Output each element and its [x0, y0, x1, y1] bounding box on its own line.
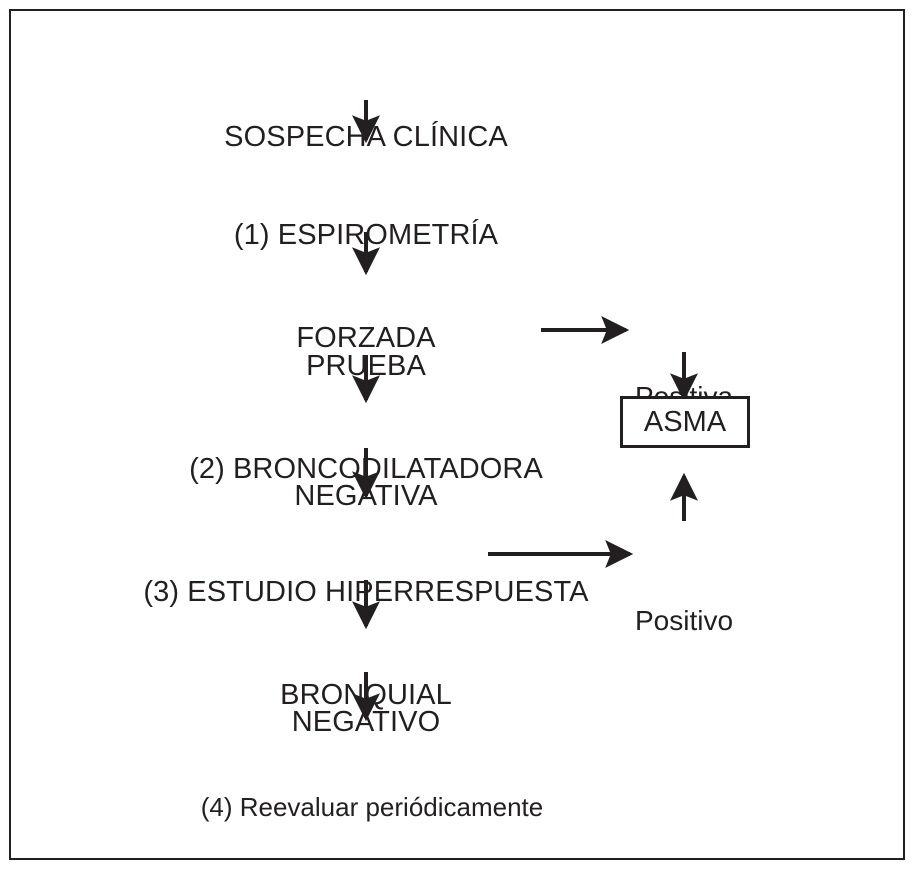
node-sospecha-clinica-label: SOSPECHA CLÍNICA	[224, 121, 508, 154]
node-reevaluar-reconsiderar: (4) Reevaluar periódicamente y / o recon…	[152, 729, 592, 871]
node-negativa-label: NEGATIVA	[294, 480, 438, 513]
node-prueba-broncodilatadora: PRUEBA (2) BRONCODILATADORA	[146, 281, 586, 555]
node-positivo-label: Positivo	[634, 605, 734, 637]
node-espirometria-line2: FORZADA	[296, 322, 436, 355]
node-sospecha-clinica: SOSPECHA CLÍNICA	[166, 52, 566, 223]
node-bronquial-line2: BRONQUIAL	[280, 679, 452, 712]
node-prueba-line1: PRUEBA	[306, 350, 426, 383]
node-espirometria-line1: (1) ESPIROMETRÍA	[233, 219, 499, 252]
node-negativa: NEGATIVA	[186, 411, 546, 582]
node-negativo-label: NEGATIVO	[291, 706, 441, 739]
node-positivo: Positivo	[604, 538, 764, 703]
node-espirometria-forzada: (1) ESPIROMETRÍA FORZADA	[166, 150, 566, 424]
node-reevaluar-line1: (4) Reevaluar periódicamente	[200, 792, 544, 823]
node-estudio-hiperrespuesta-bronquial: (3) ESTUDIO HIPERRESPUESTA BRONQUIAL	[131, 507, 601, 781]
diagram-frame-border	[9, 9, 905, 860]
node-estudio-line1: (3) ESTUDIO HIPERRESPUESTA	[143, 576, 589, 609]
node-negativo: NEGATIVO	[186, 637, 546, 808]
node-broncodilatadora-line2: (2) BRONCODILATADORA	[189, 453, 543, 486]
node-asma-box: ASMA	[620, 396, 750, 448]
node-asma-label: ASMA	[643, 405, 727, 438]
